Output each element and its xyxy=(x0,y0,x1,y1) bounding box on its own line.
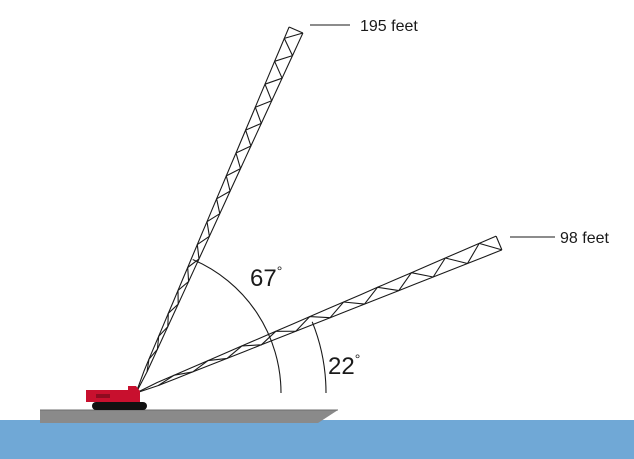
truss-tip xyxy=(288,26,304,34)
length-label-195: 195 feet xyxy=(360,18,418,35)
angle-label-22: 22° xyxy=(328,351,360,380)
truss-tip xyxy=(495,235,503,251)
angle-arc-22 xyxy=(311,321,327,394)
angle-label-67: 67° xyxy=(250,263,282,292)
degree-symbol: ° xyxy=(355,351,361,367)
truss-lacing xyxy=(146,32,304,372)
angle-arc-67 xyxy=(192,258,282,394)
truss-chord xyxy=(135,26,290,394)
barge-deck xyxy=(40,410,338,423)
crane-track xyxy=(92,402,147,410)
crane-cab-window xyxy=(96,394,110,398)
water xyxy=(0,420,634,459)
truss-lacing xyxy=(158,242,503,386)
crane-cab xyxy=(86,386,140,402)
truss-chord xyxy=(135,249,503,394)
degree-symbol: ° xyxy=(277,263,283,279)
length-label-98: 98 feet xyxy=(560,230,609,247)
truss-chord xyxy=(135,235,497,394)
boom-195-feet xyxy=(135,26,304,394)
crane-body xyxy=(86,386,147,410)
truss-chord xyxy=(135,32,304,394)
boom-98-feet xyxy=(135,235,503,394)
